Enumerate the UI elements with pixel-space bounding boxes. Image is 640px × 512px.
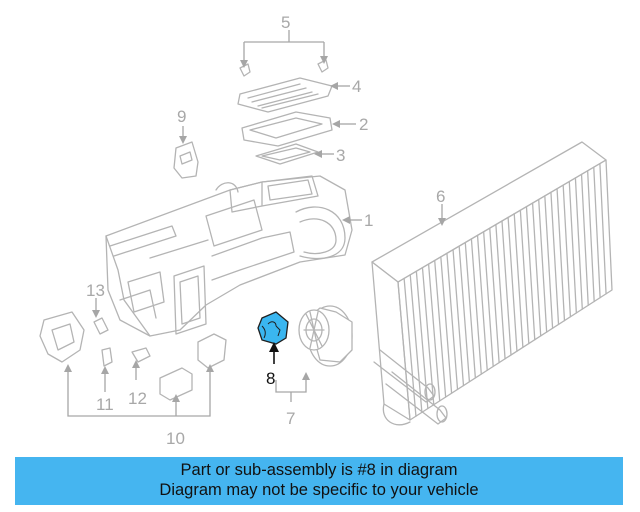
core-fin [568, 180, 578, 314]
core-fin [434, 259, 447, 398]
core-fin [421, 266, 435, 406]
core-fin [574, 177, 583, 310]
core-fin [593, 166, 601, 299]
core-fin [495, 223, 506, 360]
core-fin [476, 234, 488, 371]
blower-motor-part [298, 305, 353, 367]
leader-lines [64, 30, 446, 417]
core-fin [544, 195, 554, 329]
core-fin [599, 162, 607, 295]
core-fin [427, 263, 441, 402]
core-fin [452, 249, 465, 387]
core-fin [482, 231, 494, 368]
core-fin [489, 227, 500, 364]
core-fin [580, 173, 589, 306]
core-fin [538, 198, 548, 333]
core-fin [586, 170, 595, 303]
core-fin [464, 241, 477, 379]
callout-12: 12 [128, 389, 147, 408]
core-fin [507, 216, 518, 352]
core-fin [446, 252, 459, 391]
core-fin [409, 274, 423, 414]
core-fin [470, 238, 482, 375]
callout-3: 3 [336, 146, 345, 165]
core-fin [556, 188, 566, 322]
callout-4: 4 [352, 77, 361, 96]
core-fin [550, 191, 560, 326]
heater-core-part [371, 141, 613, 426]
core-fin [440, 256, 453, 394]
callout-9: 9 [177, 107, 186, 126]
banner-line-2: Diagram may not be specific to your vehi… [159, 481, 479, 499]
callout-8: 8 [266, 369, 275, 388]
parts-diagram: 5 4 2 3 1 9 6 13 8 7 11 12 10 [39, 13, 613, 448]
hvac-case-part [105, 175, 353, 337]
core-fin [501, 220, 512, 356]
clip-parts [239, 59, 329, 77]
core-fin [531, 202, 542, 337]
callout-6: 6 [436, 187, 445, 206]
filter-parts [237, 77, 333, 165]
part-10-module [39, 311, 227, 401]
core-fin [519, 209, 530, 345]
part-9-sensor [173, 141, 199, 179]
callout-2: 2 [359, 115, 368, 134]
part-8-leader [269, 342, 279, 364]
callout-13: 13 [86, 281, 105, 300]
callout-5: 5 [281, 13, 290, 32]
callout-10: 10 [166, 429, 185, 448]
small-parts [93, 317, 151, 367]
info-banner: Part or sub-assembly is #8 in diagram Di… [15, 457, 623, 505]
part-8-highlighted [257, 311, 289, 345]
banner-line-1: Part or sub-assembly is #8 in diagram [180, 461, 458, 479]
callout-1: 1 [364, 211, 373, 230]
callout-11: 11 [96, 395, 114, 414]
core-fin [458, 245, 471, 383]
core-fin [513, 213, 524, 349]
core-fin [525, 205, 536, 341]
callout-7: 7 [286, 409, 295, 428]
core-fin [562, 184, 572, 318]
